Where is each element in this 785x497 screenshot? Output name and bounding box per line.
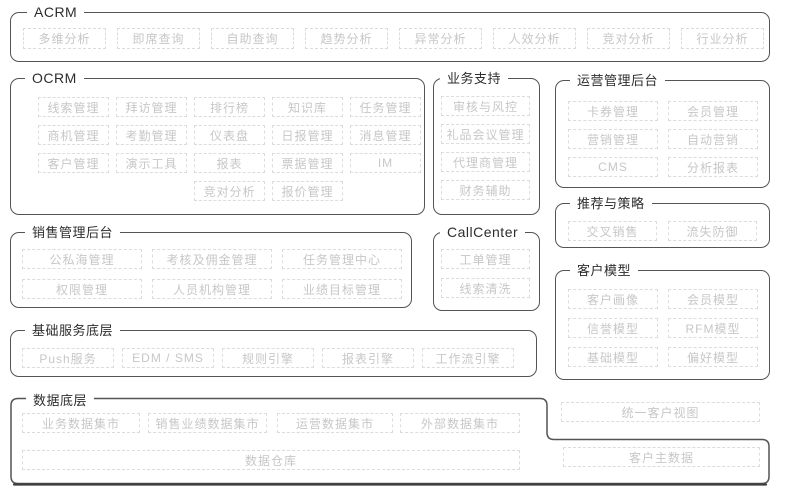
module-chip: 营销管理 [568,129,658,149]
module-chip: 卡券管理 [568,101,658,121]
module-chip: 人效分析 [493,28,576,49]
module-chip: 业务数据集市 [22,413,140,433]
section-business-support: 业务支持 审核与风控 礼品会议管理 代理商管理 财务辅助 [433,70,540,215]
module-chip: 拜访管理 [116,97,187,117]
module-chip: 考勤管理 [116,125,187,145]
section-ocrm: OCRM 线索管理 拜访管理 排行榜 知识库 任务管理 商机管理 考勤管理 仪表… [10,70,425,215]
module-chip: 流失防御 [668,221,757,241]
module-chip: 业绩目标管理 [282,279,402,299]
module-chip: 异常分析 [399,28,482,49]
base-services-modules: Push服务 EDM / SMS 规则引擎 报表引擎 工作流引擎 [22,348,514,368]
module-chip: 报表引擎 [322,348,414,368]
module-chip: 外部数据集市 [400,413,520,433]
section-label-customer-model: 客户模型 [570,262,639,279]
module-chip: 任务管理 [350,97,421,117]
section-acrm: ACRM 多维分析 即席查询 自助查询 趋势分析 异常分析 人效分析 竞对分析 … [10,4,770,62]
module-chip: 趋势分析 [305,28,388,49]
customer-model-modules: 客户画像 会员模型 信誉模型 RFM模型 基础模型 偏好模型 [568,289,758,367]
module-chip: 即席查询 [117,28,200,49]
module-chip: IM [350,153,421,173]
module-chip: RFM模型 [668,318,758,338]
module-chip: EDM / SMS [122,348,214,368]
module-chip: 报价管理 [272,181,343,201]
customer-master-data-chip: 客户主数据 [563,447,760,467]
business-support-modules: 审核与风控 礼品会议管理 代理商管理 财务辅助 [441,96,530,200]
recommendation-modules: 交叉销售 流失防御 [568,221,757,241]
callcenter-modules: 工单管理 线索清洗 [441,249,530,298]
section-label-ocrm: OCRM [25,70,84,87]
module-chip: 报表 [194,153,265,173]
module-chip: 会员模型 [668,289,758,309]
module-chip: 偏好模型 [668,347,758,367]
section-customer-model: 客户模型 客户画像 会员模型 信誉模型 RFM模型 基础模型 偏好模型 [555,262,770,380]
unified-customer-view-chip: 统一客户视图 [561,402,760,422]
module-chip: 票据管理 [272,153,343,173]
module-chip: 规则引擎 [222,348,314,368]
module-chip: Push服务 [22,348,114,368]
section-callcenter: CallCenter 工单管理 线索清洗 [433,224,540,311]
data-warehouse-chip: 数据仓库 [22,450,520,470]
module-chip: 工作流引擎 [422,348,514,368]
section-sales-admin: 销售管理后台 公私海管理 考核及佣金管理 任务管理中心 权限管理 人员机构管理 … [10,224,412,308]
module-chip: 日报管理 [272,125,343,145]
module-chip: 审核与风控 [441,96,530,116]
module-chip: 信誉模型 [568,318,658,338]
module-chip: 考核及佣金管理 [152,249,272,269]
section-base-services: 基础服务底层 Push服务 EDM / SMS 规则引擎 报表引擎 工作流引擎 [10,322,537,377]
section-label-operation-admin: 运营管理后台 [570,72,666,89]
acrm-modules: 多维分析 即席查询 自助查询 趋势分析 异常分析 人效分析 竞对分析 行业分析 [23,28,764,49]
section-label-base-services: 基础服务底层 [25,322,121,339]
module-chip: 交叉销售 [568,221,657,241]
module-chip: 分析报表 [668,157,758,177]
module-chip: 知识库 [272,97,343,117]
section-label-business-support: 业务支持 [440,70,509,87]
section-label-acrm: ACRM [27,4,85,21]
operation-admin-modules: 卡券管理 会员管理 营销管理 自动营销 CMS 分析报表 [568,101,758,177]
module-chip: 自动营销 [668,129,758,149]
module-chip: 权限管理 [22,279,142,299]
module-chip: 客户管理 [38,153,109,173]
module-chip: CMS [568,157,658,177]
module-chip: 仪表盘 [194,125,265,145]
module-chip: 自助查询 [211,28,294,49]
ocrm-modules: 线索管理 拜访管理 排行榜 知识库 任务管理 商机管理 考勤管理 仪表盘 日报管… [38,97,421,201]
module-chip: 竞对分析 [587,28,670,49]
section-label-callcenter: CallCenter [440,224,526,241]
module-chip: 公私海管理 [22,249,142,269]
module-chip: 销售业绩数据集市 [148,413,267,433]
section-label-data-layer: 数据底层 [26,390,95,409]
module-chip: 线索管理 [38,97,109,117]
module-chip: 客户画像 [568,289,658,309]
module-chip: 代理商管理 [441,152,530,172]
module-chip: 人员机构管理 [152,279,272,299]
module-chip: 任务管理中心 [282,249,402,269]
module-chip: 线索清洗 [441,278,530,298]
sales-admin-modules: 公私海管理 考核及佣金管理 任务管理中心 权限管理 人员机构管理 业绩目标管理 [22,249,402,299]
module-chip: 运营数据集市 [277,413,393,433]
section-label-recommendation: 推荐与策略 [570,195,652,212]
module-chip: 多维分析 [23,28,106,49]
module-chip: 排行榜 [194,97,265,117]
module-chip: 基础模型 [568,347,658,367]
module-chip: 消息管理 [350,125,421,145]
module-chip: 行业分析 [681,28,764,49]
module-chip: 财务辅助 [441,180,530,200]
section-label-sales-admin: 销售管理后台 [25,224,121,241]
module-chip: 演示工具 [116,153,187,173]
section-recommendation: 推荐与策略 交叉销售 流失防御 [555,195,770,248]
module-chip: 竞对分析 [194,181,265,201]
module-chip: 工单管理 [441,249,530,269]
module-chip: 礼品会议管理 [441,124,530,144]
section-operation-admin: 运营管理后台 卡券管理 会员管理 营销管理 自动营销 CMS 分析报表 [555,72,770,188]
module-chip: 商机管理 [38,125,109,145]
module-chip: 会员管理 [668,101,758,121]
